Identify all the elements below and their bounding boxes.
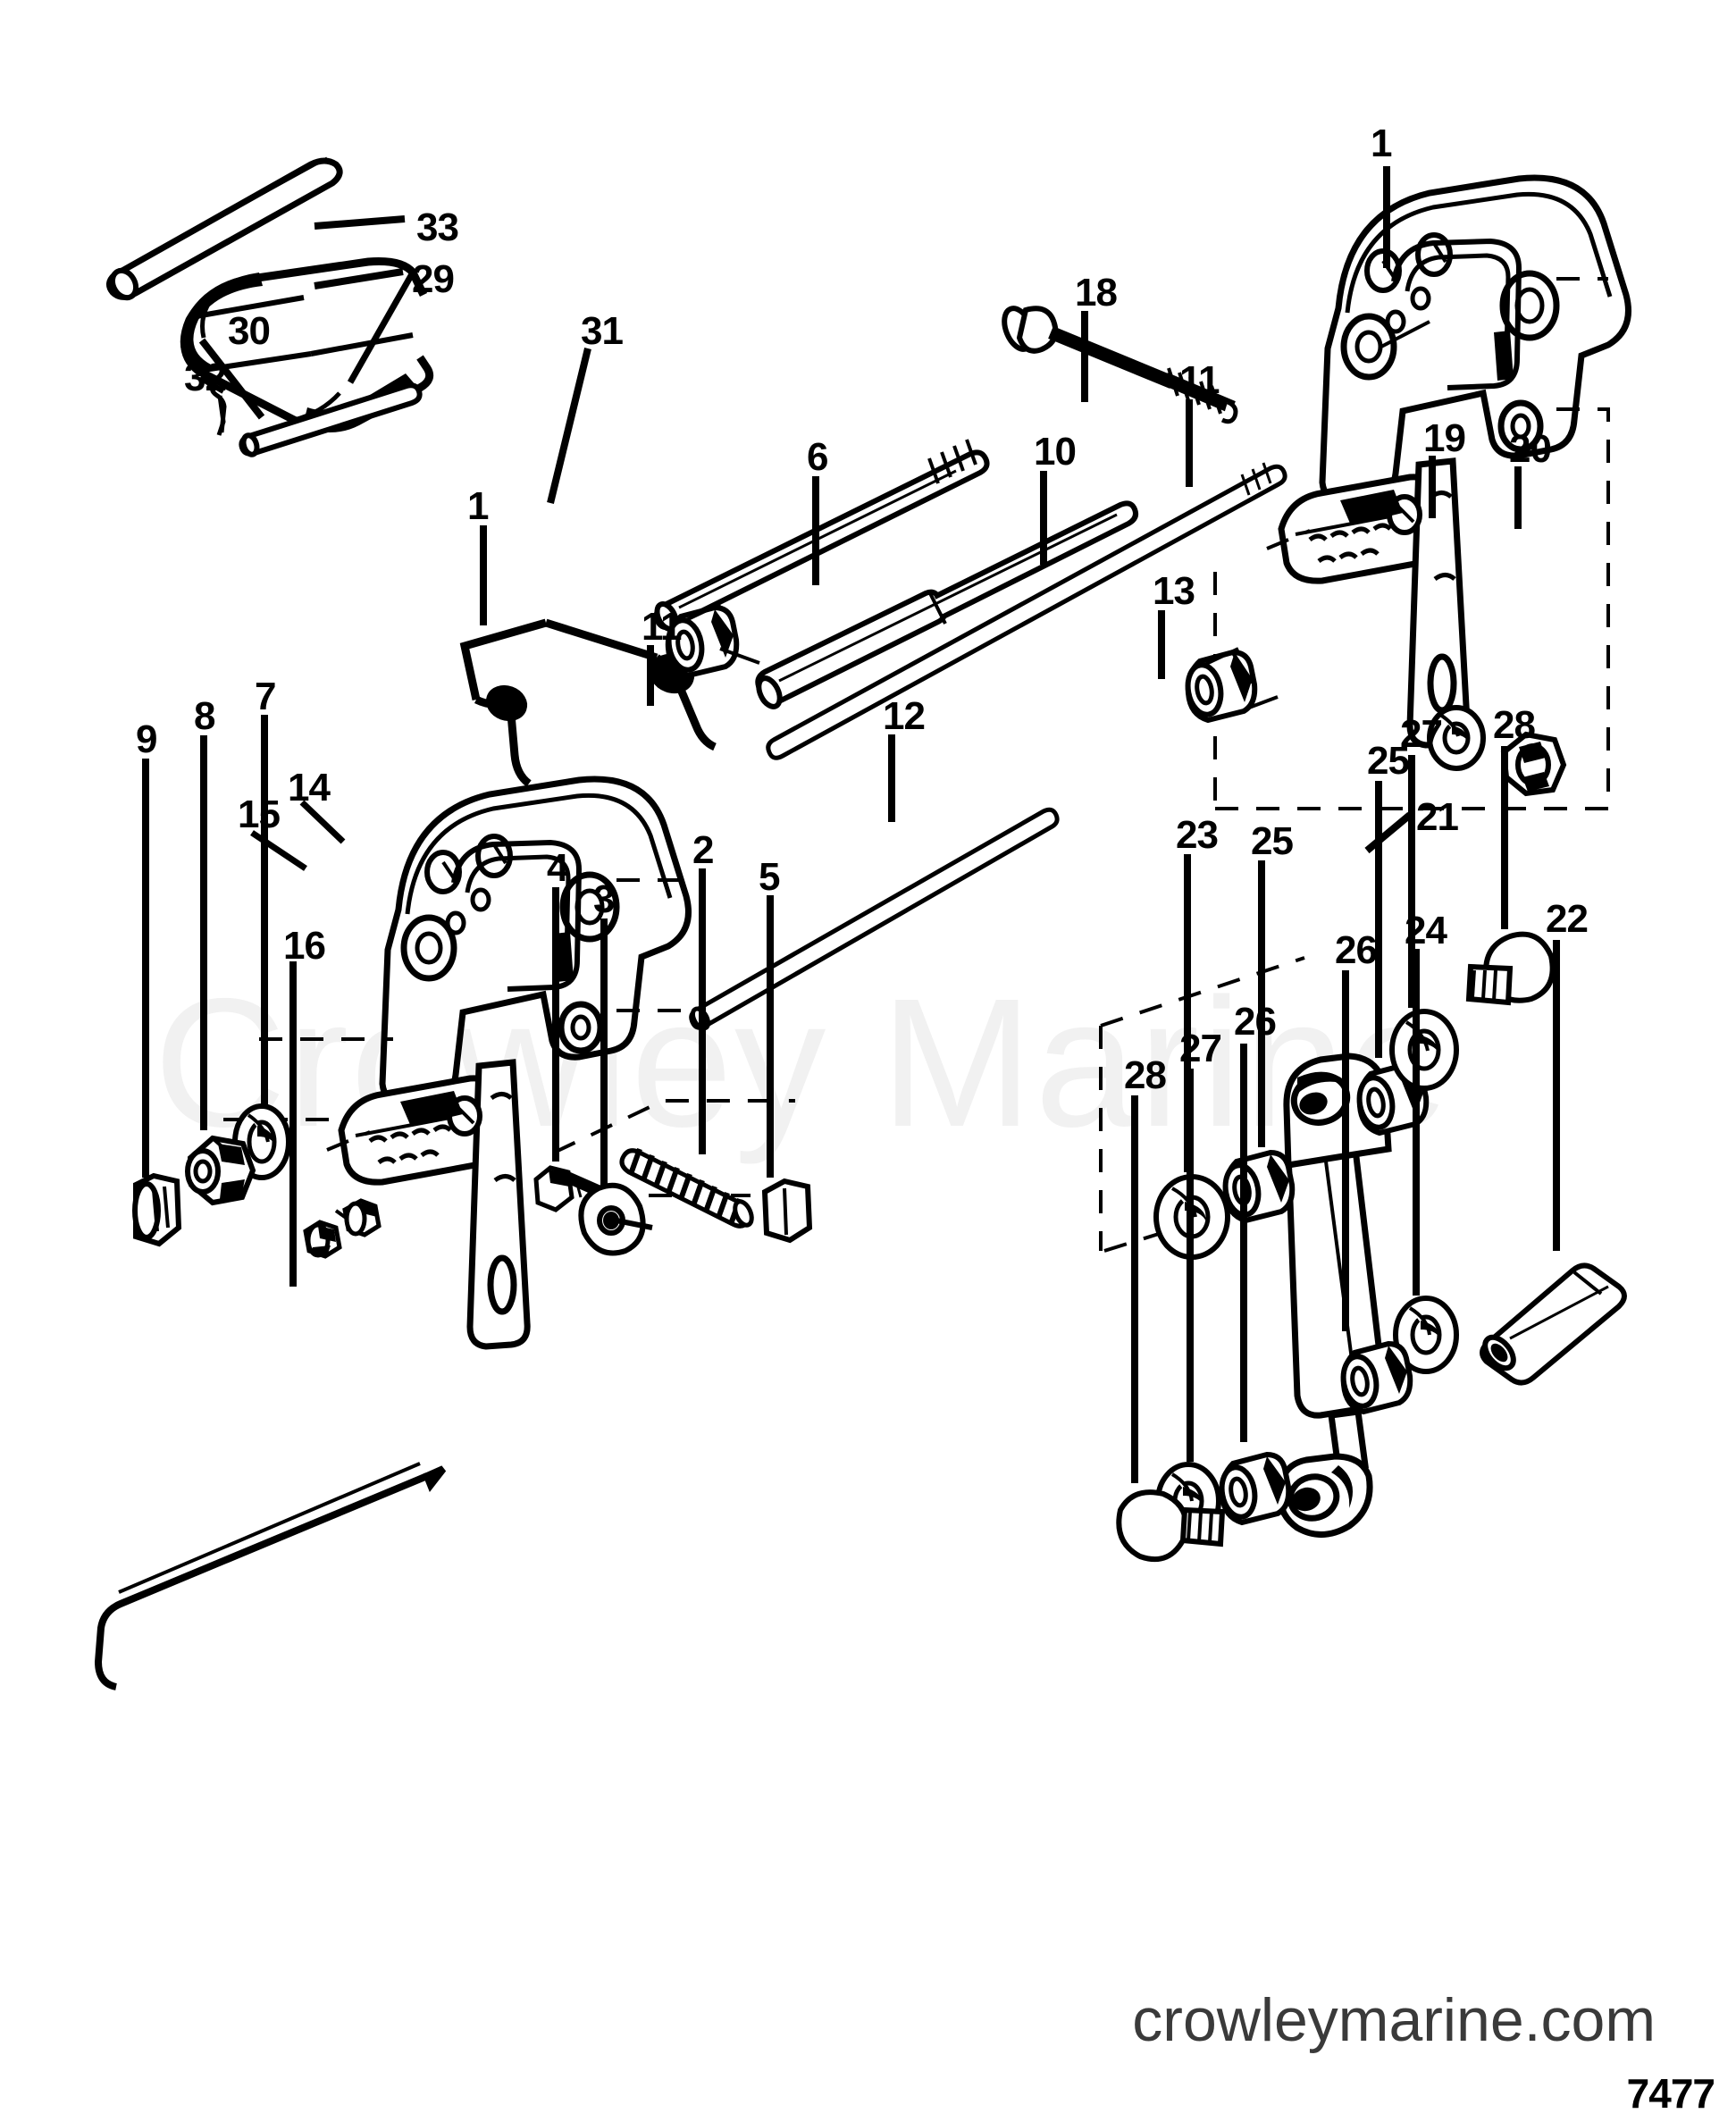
part-11-upper-dark [1230, 655, 1252, 702]
part-32-cotter-pin [210, 378, 227, 436]
part-13-tilt-pin-rod [766, 462, 1287, 760]
callout-15: 15 [238, 793, 281, 836]
part-33-tube-spacer [106, 156, 343, 301]
part-1-clamp-bracket-lower-left [379, 776, 692, 1107]
callout-19: 19 [1423, 416, 1466, 460]
part-21-hydraulic-cylinder [1276, 1053, 1392, 1539]
part-27-lower-dark [1183, 1487, 1203, 1505]
part-31-clip-heads [485, 653, 695, 722]
callout-29: 29 [412, 257, 455, 301]
part-28-screw-lower [1116, 1489, 1226, 1563]
part-22-pin-sleeve [1480, 1262, 1627, 1386]
figure-number: 7477 [1626, 2070, 1715, 2117]
part-19-washer [1427, 705, 1486, 771]
callout-8: 8 [194, 694, 216, 738]
part-27-washer-upper [1389, 1009, 1459, 1091]
callout-2: 2 [692, 828, 715, 872]
callout-26-lower: 26 [1234, 1000, 1277, 1044]
part-1-ll-transom-pad [338, 1059, 531, 1350]
callout-10: 10 [1034, 430, 1077, 474]
part-1-ur-pad-dark [1340, 490, 1403, 525]
callout-14: 14 [288, 766, 331, 809]
callout-27-upper: 27 [1400, 712, 1443, 756]
callout-20: 20 [1509, 427, 1552, 471]
callout-21: 21 [1416, 795, 1459, 839]
part-24-dark [1421, 1321, 1440, 1338]
part-8-dark [218, 1144, 245, 1199]
callout-11-upper: 11 [1179, 358, 1220, 402]
callout-32: 32 [184, 356, 227, 399]
part-2-spring-compression [619, 1147, 754, 1229]
callout-11-lower: 11 [642, 605, 683, 649]
part-25-left-dark [1267, 1154, 1289, 1203]
callout-leader-lines [142, 166, 1560, 1483]
part-9-cap-nut [132, 1172, 182, 1247]
callout-26-upper: 26 [1335, 928, 1378, 972]
part-29-strap-clip [180, 257, 434, 433]
projection-lines-upper-right [1213, 277, 1610, 810]
part-18-bolt-long [1002, 306, 1238, 424]
part-28-screw-upper [1465, 931, 1556, 1006]
projection-lines-cylinder [1099, 956, 1305, 1253]
part-5-spacer-bushing [761, 1178, 813, 1244]
footer-site-url: crowleymarine.com [1132, 1986, 1656, 2054]
callout-18: 18 [1075, 271, 1118, 315]
part-1-clamp-bracket-upper-right [1319, 174, 1631, 506]
part-30-pin-rod [239, 382, 423, 457]
callout-30: 30 [228, 309, 271, 353]
callout-23: 23 [1176, 813, 1219, 857]
part-14-screw-small [334, 1198, 382, 1237]
callout-1-upper-right: 1 [1371, 122, 1393, 165]
part-21-cylinder-dark [1292, 1071, 1353, 1512]
callout-1-lower-left: 1 [467, 484, 490, 528]
callout-7: 7 [255, 675, 277, 718]
part-1-ur-shading [1494, 331, 1514, 381]
part-15-dark [311, 1226, 336, 1256]
part-3-dark [603, 1212, 619, 1229]
callout-13: 13 [1153, 569, 1195, 613]
callout-3: 3 [593, 877, 616, 921]
part-16-rod-hook [94, 1462, 447, 1690]
callout-22: 22 [1546, 897, 1589, 941]
callout-12: 12 [883, 694, 926, 738]
callout-28-lower: 28 [1124, 1053, 1167, 1097]
part-14-dark [361, 1203, 377, 1217]
part-19-dark [1452, 726, 1468, 742]
part-22-dark [1490, 1343, 1508, 1363]
callout-25-left: 25 [1251, 819, 1294, 863]
part-27-upper-dark [1419, 1035, 1438, 1053]
callout-4: 4 [547, 846, 569, 890]
callout-25-right: 25 [1367, 739, 1410, 783]
part-26-upper-dark [1385, 1346, 1407, 1394]
part-26-lower-dark [1263, 1456, 1286, 1505]
part-7-dark [257, 1126, 275, 1145]
callout-28-upper: 28 [1493, 703, 1536, 747]
part-1-ll-pad-dark [400, 1091, 463, 1127]
part-20-dark [1519, 742, 1549, 792]
part-15-nut-small [303, 1220, 342, 1259]
callout-9: 9 [136, 717, 158, 761]
part-1-ur-transom-pad [1278, 457, 1471, 749]
callout-pointer-lines [685, 320, 1430, 709]
callout-33: 33 [416, 205, 459, 249]
part-6-shaft-long [653, 439, 990, 632]
callout-31: 31 [581, 309, 624, 353]
callout-27-lower: 27 [1179, 1027, 1222, 1070]
part-10-swivel-shaft [755, 500, 1139, 709]
part-4-dark [549, 1170, 569, 1187]
part-11-lower-dark [711, 609, 734, 658]
part-12-rod-thin [689, 807, 1060, 1031]
callout-24: 24 [1405, 909, 1447, 952]
callout-5: 5 [759, 855, 781, 899]
callout-6: 6 [807, 435, 829, 479]
callout-16: 16 [283, 924, 326, 968]
